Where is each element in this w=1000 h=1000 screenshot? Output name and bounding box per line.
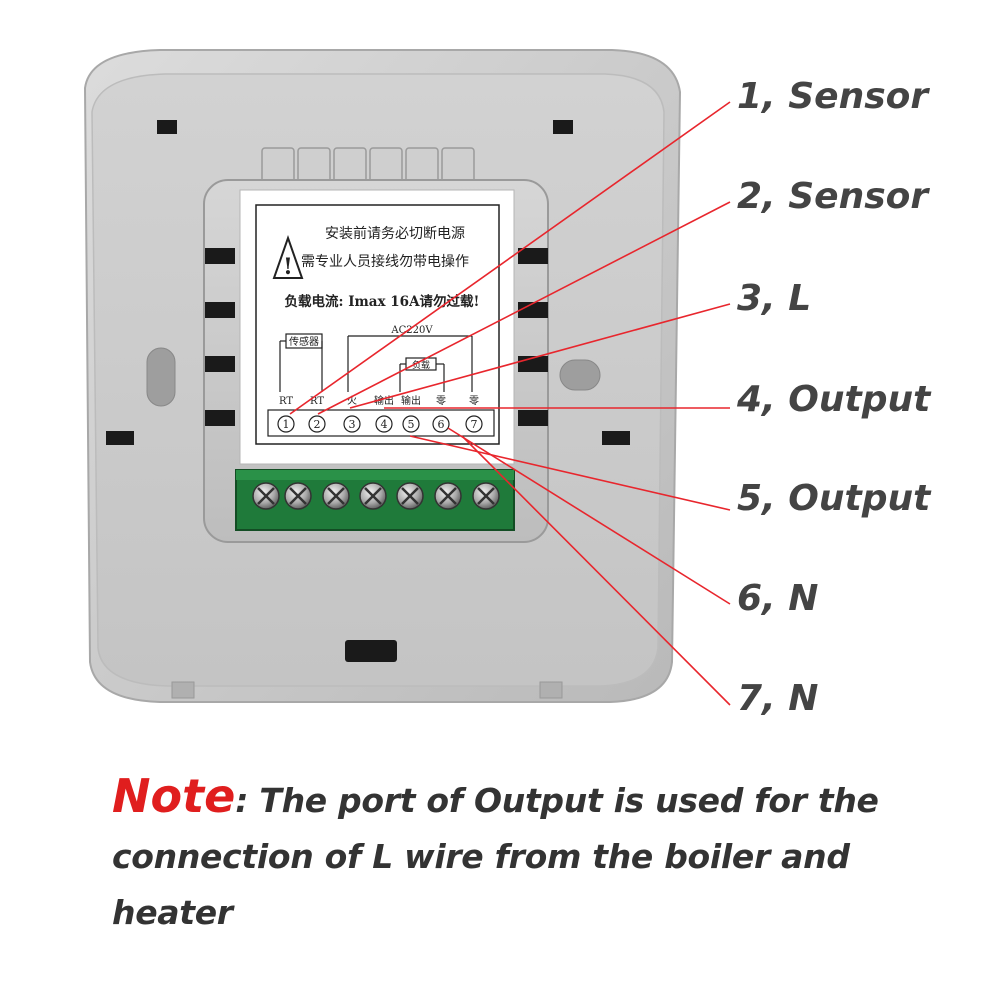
side-vents xyxy=(205,248,548,426)
callout-label-2: 2, Sensor xyxy=(737,176,930,217)
sticker-voltage: AC220V xyxy=(390,325,433,336)
sticker-terminal-circle xyxy=(402,415,420,433)
sticker-terminal-number: 6 xyxy=(438,418,445,431)
clip-top-right xyxy=(553,120,573,134)
terminal-screw xyxy=(472,482,500,510)
warning-triangle-icon xyxy=(272,234,304,279)
sticker-terminal-number: 4 xyxy=(381,418,388,431)
sticker-terminal-circle xyxy=(375,415,393,433)
leader-line-6 xyxy=(447,427,731,605)
note-word: Note xyxy=(112,769,236,823)
clip-mid-right xyxy=(602,431,630,445)
mount-slot-right xyxy=(559,359,601,391)
sticker-terminal-strip xyxy=(267,409,495,437)
sticker-load-current: 负载电流: Imax 16A请勿过载! xyxy=(285,293,480,310)
sticker-warning-line1: 安装前请务必切断电源 xyxy=(325,225,465,242)
leader-line-2 xyxy=(317,201,731,415)
callout-label-5: 5, Output xyxy=(737,478,932,519)
sticker-border xyxy=(255,204,500,445)
sticker-terminal-label: RT xyxy=(310,396,324,407)
note-line-2: connection of L wire from the boiler and xyxy=(112,837,850,876)
sticker-terminal-number: 7 xyxy=(471,418,478,431)
leader-lines xyxy=(289,101,731,706)
sticker-terminal-circle xyxy=(343,415,361,433)
terminal-block xyxy=(235,469,515,531)
sticker-terminal-circle xyxy=(432,415,450,433)
callout-label-6: 6, N xyxy=(737,578,818,619)
sticker-terminal-circle xyxy=(277,415,295,433)
sticker-terminal-circle xyxy=(465,415,483,433)
terminal-screw xyxy=(322,482,350,510)
note-block: Note: The port of Output is used for the… xyxy=(112,768,972,941)
clip-bottom xyxy=(345,640,397,662)
leader-line-5 xyxy=(409,435,731,511)
mount-slot-left xyxy=(146,347,176,407)
clip-bottom-right xyxy=(539,681,563,699)
terminal-screw xyxy=(284,482,312,510)
sticker-terminal-label: RT xyxy=(279,396,293,407)
terminal-screw xyxy=(434,482,462,510)
callout-label-7: 7, N xyxy=(737,678,818,719)
terminal-screw xyxy=(252,482,280,510)
callout-label-1: 1, Sensor xyxy=(737,76,930,117)
terminal-screw xyxy=(396,482,424,510)
sticker-terminal-number: 2 xyxy=(314,418,321,431)
leader-line-3 xyxy=(349,303,731,409)
warning-sticker: ! 安装前请务必切断电源 需专业人员接线勿带电操作 负载电流: Imax 16A… xyxy=(239,189,515,465)
sticker-terminal-numbers: 1 2 3 4 5 6 7 xyxy=(267,409,495,437)
callout-label-3: 3, L xyxy=(737,278,811,319)
clip-top-left xyxy=(157,120,177,134)
leader-line-1 xyxy=(289,101,731,415)
warning-triangle-mark: ! xyxy=(283,254,293,280)
sticker-schematic xyxy=(279,333,473,392)
callout-labels: 1, Sensor 2, Sensor 3, L 4, Output 5, Output… xyxy=(736,76,932,719)
terminal-screw xyxy=(359,482,387,510)
sticker-terminal-label: 零 xyxy=(436,395,446,407)
sticker-terminal-number: 5 xyxy=(408,418,415,431)
clip-bottom-left xyxy=(171,681,195,699)
note-line-3: heater xyxy=(112,893,233,932)
sticker-terminal-circle xyxy=(308,415,326,433)
callout-label-4: 4, Output xyxy=(736,379,932,420)
terminal-screws xyxy=(252,482,500,510)
sticker-load-box: 负载 xyxy=(412,359,430,371)
sticker-terminal-label: 输出 xyxy=(401,394,421,407)
leader-line-7 xyxy=(461,435,731,706)
terminal-block-top xyxy=(236,470,514,480)
note-line-1: Note: The port of Output is used for the xyxy=(112,768,972,829)
terminal-module: ! 安装前请务必切断电源 需专业人员接线勿带电操作 负载电流: Imax 16A… xyxy=(203,147,549,543)
sticker-warning-line2: 需专业人员接线勿带电操作 xyxy=(301,253,469,270)
sticker-terminal-label: 零 xyxy=(469,395,479,407)
clip-mid-left xyxy=(106,431,134,445)
sticker-terminal-label: 火 xyxy=(347,395,357,407)
sticker-sensor-box: 传感器 xyxy=(289,335,319,348)
sticker-terminal-number: 1 xyxy=(283,418,290,431)
note-text-1: : The port of Output is used for the xyxy=(235,781,879,820)
sticker-terminal-number: 3 xyxy=(349,418,356,431)
